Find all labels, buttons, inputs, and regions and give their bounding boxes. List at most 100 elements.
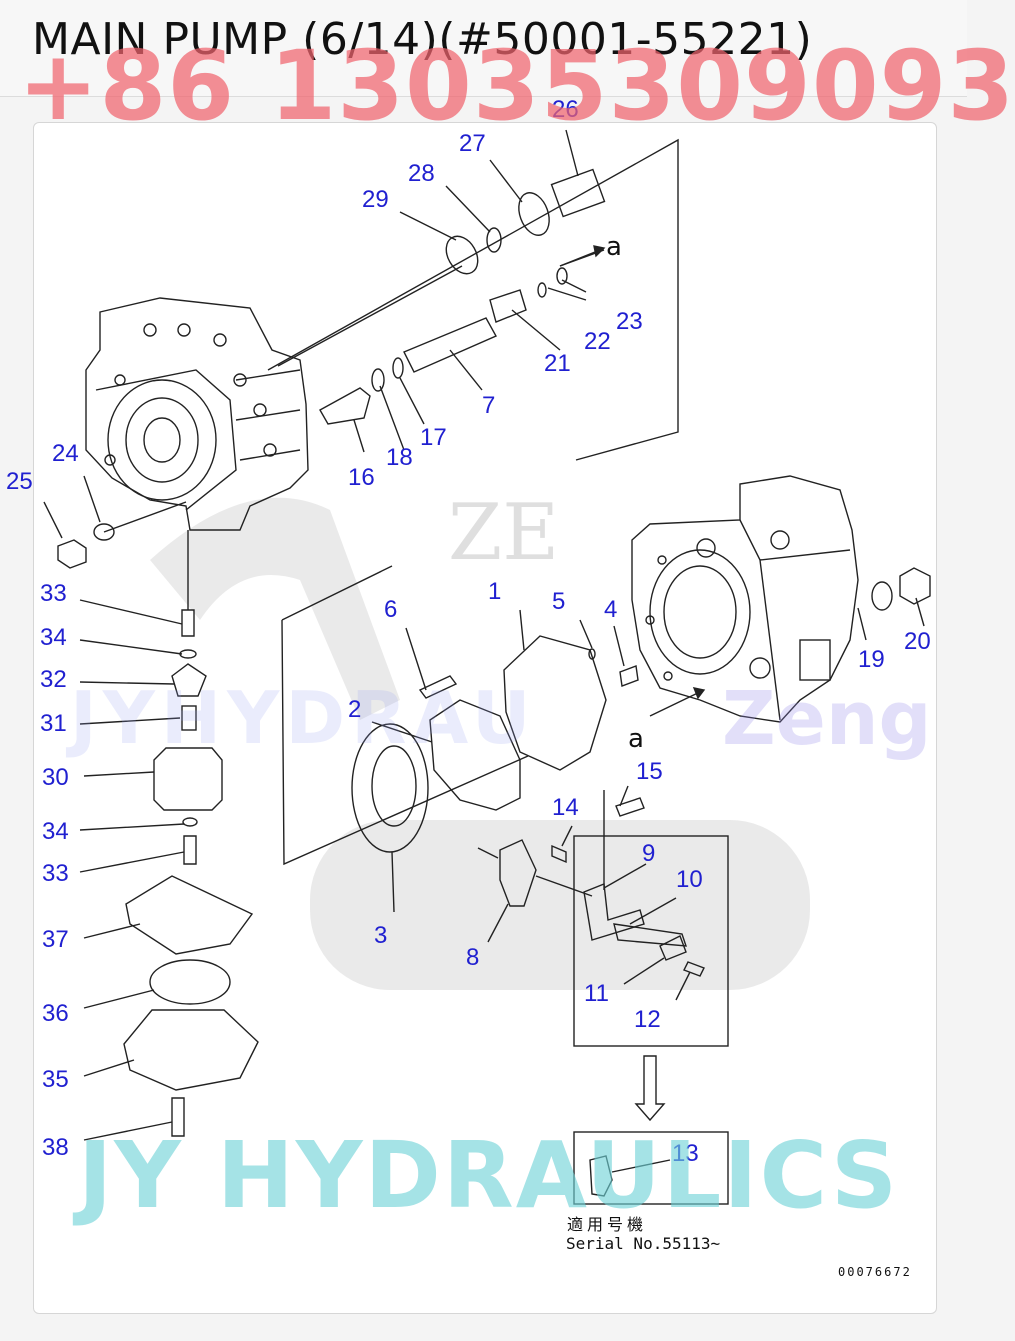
callout-8: 8 <box>466 944 480 971</box>
part-1-cradle <box>503 635 607 771</box>
part-29-plate <box>445 235 479 275</box>
callout-28: 28 <box>408 160 435 187</box>
part-19-washer <box>871 581 893 611</box>
background-logo-watermark: ZE <box>448 488 560 578</box>
faint-brand-watermark: JYHYDRAU <box>70 676 537 760</box>
right-pump-housing <box>631 475 859 723</box>
part-28-ring <box>486 227 502 253</box>
callout-25: 25 <box>6 468 33 495</box>
part-18-ring <box>371 368 385 392</box>
middle-group-frame <box>281 565 529 866</box>
part-37-gasket <box>125 875 254 955</box>
callout-13: 13 <box>672 1140 699 1167</box>
drawing-number: 00076672 <box>838 1265 912 1279</box>
part-32-gear <box>171 663 207 697</box>
detail-marker-top: a <box>606 232 622 262</box>
part-27-bearing <box>518 192 550 236</box>
part-23-ring <box>556 267 568 285</box>
part-15-bolt <box>615 797 645 817</box>
callout-15: 15 <box>636 758 663 785</box>
part-33-bolt-top <box>181 609 195 637</box>
exploded-parts-diagram <box>43 129 931 1205</box>
left-pump-housing <box>85 297 309 531</box>
callout-37: 37 <box>42 926 69 953</box>
callout-34-bottom: 34 <box>42 818 69 845</box>
detail-a-arrow-top <box>559 249 601 267</box>
callout-7: 7 <box>482 392 496 419</box>
callout-11: 11 <box>584 980 609 1007</box>
callout-27: 27 <box>459 130 486 157</box>
part-21-spring <box>489 289 527 323</box>
callout-22: 22 <box>584 328 611 355</box>
part-13-lever <box>589 1155 613 1197</box>
detail-a-arrow-left <box>649 689 705 717</box>
part-31-bushing <box>181 705 197 731</box>
part-17-ring <box>392 357 404 379</box>
part-25-nut <box>57 539 87 569</box>
callout-29: 29 <box>362 186 389 213</box>
callout-19: 19 <box>858 646 885 673</box>
callout-35: 35 <box>42 1066 69 1093</box>
callout-9: 9 <box>642 840 656 867</box>
detail-box-lower <box>573 1131 729 1205</box>
callout-36: 36 <box>42 1000 69 1027</box>
part-5-pin <box>588 648 596 660</box>
part-8-lever <box>499 839 537 907</box>
part-22-ring <box>537 282 547 298</box>
serial-number-label: Serial No.55113~ <box>566 1234 721 1253</box>
callout-33-top: 33 <box>40 580 67 607</box>
callout-10: 10 <box>676 866 703 893</box>
part-16-piston <box>319 387 371 425</box>
callout-38: 38 <box>42 1134 69 1161</box>
callout-16: 16 <box>348 464 375 491</box>
part-11-plate <box>659 935 687 961</box>
callout-33-bottom: 33 <box>42 860 69 887</box>
part-38-bolt <box>171 1097 185 1137</box>
part-14-pin <box>551 844 567 864</box>
part-35-cover <box>123 1009 259 1091</box>
part-2-plate <box>429 699 521 811</box>
callout-26: 26 <box>552 96 579 123</box>
part-30-housing <box>153 747 223 811</box>
top-group-frame <box>267 138 679 461</box>
callout-30: 30 <box>42 764 69 791</box>
detail-marker-bottom: a <box>628 724 644 754</box>
callout-18: 18 <box>386 444 413 471</box>
part-33-bolt-bottom <box>183 835 197 865</box>
callout-20: 20 <box>904 628 931 655</box>
callout-5: 5 <box>552 588 566 615</box>
callout-17: 17 <box>420 424 447 451</box>
part-12-bolt <box>683 961 705 977</box>
part-7-spring <box>403 317 497 373</box>
brand-watermark: JY HYDRAULICS <box>78 1122 900 1229</box>
callout-24: 24 <box>52 440 79 467</box>
callout-32: 32 <box>40 666 67 693</box>
part-34-washer-bottom <box>182 817 198 827</box>
callout-34-top: 34 <box>40 624 67 651</box>
part-20-nut <box>899 567 931 605</box>
part-34-washer-top <box>179 649 197 659</box>
page-title: MAIN PUMP (6/14)(#50001-55221) <box>32 14 813 65</box>
callout-1: 1 <box>488 578 502 605</box>
part-10-rod <box>613 923 688 947</box>
part-36-o-ring <box>149 959 231 1005</box>
callout-3: 3 <box>374 922 388 949</box>
callout-4: 4 <box>604 596 618 623</box>
callout-12: 12 <box>634 1006 661 1033</box>
callout-23: 23 <box>616 308 643 335</box>
callout-14: 14 <box>552 794 579 821</box>
part-6-bolt <box>418 675 458 699</box>
callout-31: 31 <box>40 710 67 737</box>
callout-21: 21 <box>544 350 571 377</box>
detail-box-upper <box>573 835 729 1047</box>
part-26-sleeve <box>550 168 606 218</box>
part-24-washer <box>93 523 115 541</box>
callout-2: 2 <box>348 696 362 723</box>
down-arrow <box>634 1055 666 1122</box>
page-header: MAIN PUMP (6/14)(#50001-55221) <box>0 0 967 97</box>
part-4-pin <box>619 665 639 687</box>
part-3-disc <box>351 723 429 853</box>
callout-6: 6 <box>384 596 398 623</box>
phone-watermark: +86 13035309093 <box>18 30 1015 142</box>
faint-brand-watermark-2: Zeng <box>722 676 932 762</box>
